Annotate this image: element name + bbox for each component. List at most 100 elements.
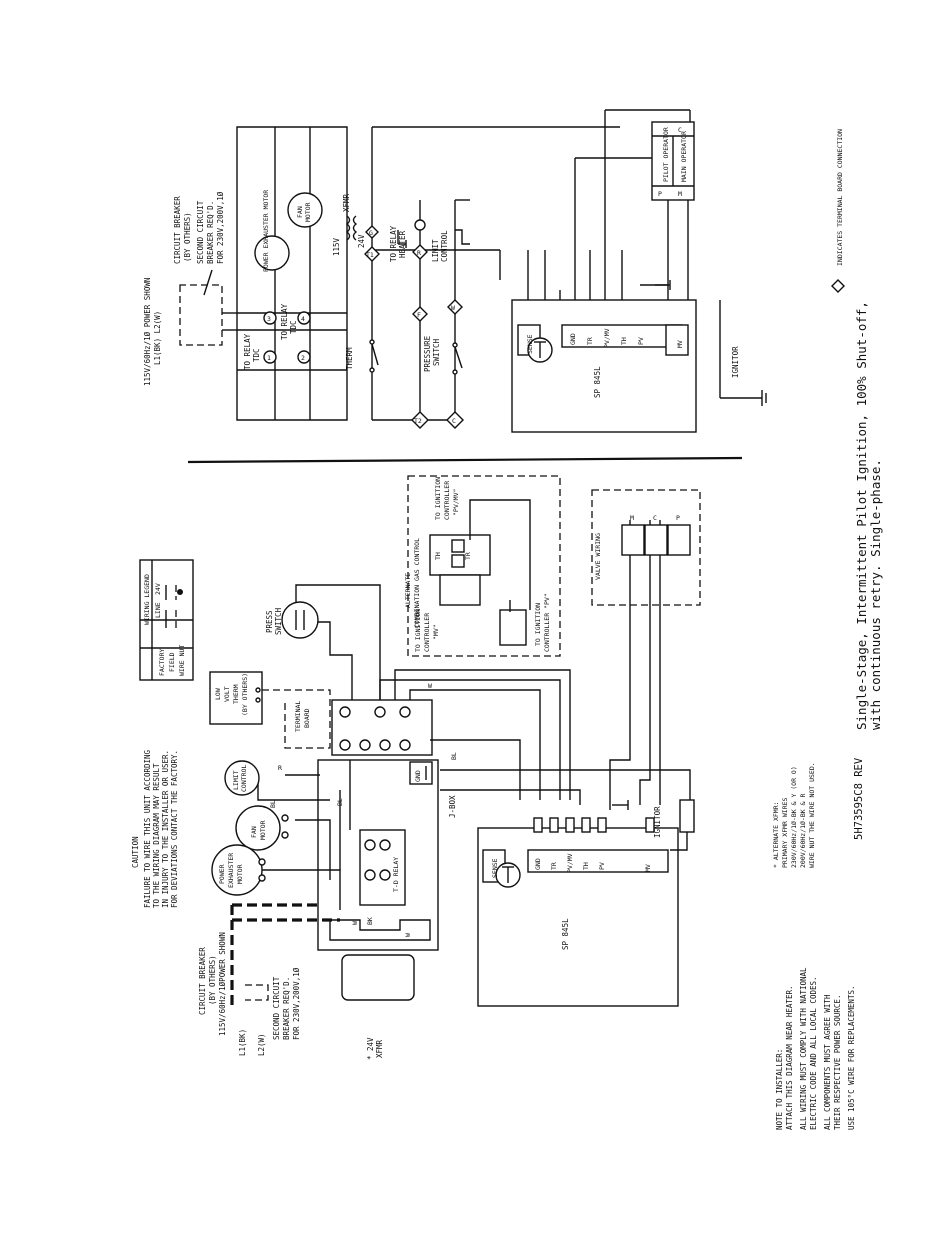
svg-text:FAN: FAN — [250, 826, 258, 838]
svg-text:FAN: FAN — [296, 206, 304, 218]
svg-text:T1: T1 — [366, 251, 374, 259]
svg-text:PRESS: PRESS — [265, 610, 274, 633]
svg-text:G: G — [369, 229, 373, 237]
diagram-title-line-2: with continuous retry. Single-phase. — [868, 459, 883, 730]
svg-text:L1(BK): L1(BK) — [238, 1029, 247, 1056]
relay-heater-terminal — [414, 219, 426, 231]
board-terminal-F: F — [412, 306, 428, 322]
relay-terminal-1: 1 — [263, 350, 277, 364]
svg-text:4: 4 — [301, 315, 305, 323]
svg-text:TO IGNITION: TO IGNITION — [534, 603, 542, 646]
wire-label-W: W — [428, 682, 432, 690]
svg-text:CONTROL: CONTROL — [240, 765, 248, 792]
top-second-breaker-1: SECOND CIRCUIT — [196, 200, 205, 264]
low-volt-therm: LOW VOLT THERM (BY OTHERS) — [209, 671, 263, 725]
svg-text:GND: GND — [414, 770, 422, 782]
top-ground-1 — [397, 230, 407, 248]
document-number: 5H73595C8 REV — [853, 757, 865, 840]
svg-text:FOR DEVIATIONS CONTACT THE FAC: FOR DEVIATIONS CONTACT THE FACTORY. — [170, 750, 179, 908]
svg-text:ALTERNATE: ALTERNATE — [404, 573, 412, 608]
svg-text:ALL WIRING MUST COMPLY WITH NA: ALL WIRING MUST COMPLY WITH NATIONAL — [799, 967, 808, 1130]
svg-text:CONTROLLER: CONTROLLER — [423, 613, 431, 652]
svg-text:CIRCUIT BREAKER: CIRCUIT BREAKER — [198, 947, 207, 1015]
svg-text:SWITCH: SWITCH — [274, 607, 283, 635]
bottom-gnd: GND — [409, 761, 433, 785]
top-second-breaker-2: BREAKER REQ'D. — [206, 201, 215, 264]
svg-text:IN INJURY TO THE INSTALLER OR: IN INJURY TO THE INSTALLER OR USER. — [161, 750, 170, 908]
limit-control-bottom: LIMIT CONTROL — [224, 760, 260, 796]
svg-text:PILOT OPERATOR: PILOT OPERATOR — [662, 127, 670, 182]
svg-text:TR: TR — [550, 862, 558, 870]
svg-text:MOTOR: MOTOR — [304, 202, 312, 222]
svg-text:CONTROLLER: CONTROLLER — [443, 481, 451, 520]
board-terminal-C: C — [446, 411, 464, 429]
top-ctrl-terminals: GND TR PV/MV TH PV MV — [569, 328, 684, 348]
relay-heater-label-1: TO RELAY — [389, 225, 398, 262]
svg-text:NOTE TO INSTALLER:: NOTE TO INSTALLER: — [775, 1049, 784, 1130]
wire-label-W-2: W — [351, 921, 359, 925]
wire-label-BL-2: BL — [450, 752, 458, 760]
wire-label-R: R — [278, 764, 282, 772]
board-terminal-R: R — [412, 244, 428, 260]
svg-text:SECOND CIRCUIT: SECOND CIRCUIT — [272, 976, 281, 1040]
relay-tdc-label-1b: TDC — [252, 348, 261, 362]
alternate-gas-control: ALTERNATE COMBINATION GAS CONTROL TH TR … — [404, 475, 561, 657]
pressure-switch-top — [452, 342, 463, 375]
svg-text:TH: TH — [434, 552, 442, 560]
svg-text:P: P — [658, 190, 662, 198]
pressure-switch-label-1: PRESSURE — [423, 335, 432, 372]
svg-text:COMBINATION GAS CONTROL: COMBINATION GAS CONTROL — [413, 538, 421, 628]
svg-text:VOLT: VOLT — [223, 686, 231, 702]
svg-text:FACTORY: FACTORY — [158, 649, 166, 676]
svg-text:"MV": "MV" — [432, 624, 440, 640]
limit-control-top — [455, 229, 470, 245]
svg-text:L2(W): L2(W) — [257, 1033, 266, 1056]
svg-text:TR: TR — [586, 337, 594, 345]
svg-text:C: C — [452, 417, 456, 425]
top-ground-2 — [655, 280, 671, 290]
svg-text:MV: MV — [676, 340, 684, 348]
svg-text:MV: MV — [644, 864, 652, 872]
svg-text:M: M — [630, 514, 634, 522]
board-terminal-W: W — [447, 299, 463, 315]
svg-text:MOTOR: MOTOR — [236, 864, 244, 884]
top-igniter: IGNITOR — [719, 300, 767, 406]
bottom-pictorial-diagram: CAUTION FAILURE TO WIRE THIS UNIT ACCORD… — [131, 475, 701, 1060]
therm-label-top: THERM — [345, 347, 354, 370]
valve-wiring: VALVE WIRING M C P — [591, 489, 701, 606]
terminal-board: TERMINAL BOARD — [262, 689, 331, 749]
svg-text:PV: PV — [598, 862, 606, 870]
svg-text:USE 105°C WIRE FOR REPLACEMENT: USE 105°C WIRE FOR REPLACEMENTS. — [847, 986, 856, 1131]
svg-text:SENSE: SENSE — [526, 334, 534, 354]
xfmr-label: XFMR — [342, 193, 351, 212]
relay-tdc-label-1: TO RELAY — [243, 333, 252, 370]
svg-text:R: R — [417, 249, 421, 257]
svg-text:(BY OTHERS): (BY OTHERS) — [208, 955, 217, 1005]
xfmr-115-label: 115V — [332, 237, 341, 256]
svg-text:(BY OTHERS): (BY OTHERS) — [241, 673, 249, 716]
svg-text:3: 3 — [267, 315, 271, 323]
section-divider — [187, 456, 743, 464]
svg-text:1: 1 — [267, 354, 271, 362]
limit-control-label-2: CONTROL — [440, 230, 449, 262]
board-connection-note: INDICATES TERMINAL BOARD CONNECTION — [831, 129, 845, 293]
power-exhauster-bottom: POWER EXHAUSTER MOTOR — [211, 844, 266, 896]
caution-block: CAUTION FAILURE TO WIRE THIS UNIT ACCORD… — [131, 749, 179, 908]
board-terminal-G: G — [365, 225, 379, 239]
svg-text:TR: TR — [464, 552, 472, 560]
svg-text:LINE: LINE — [154, 602, 162, 618]
svg-text:* 24V: * 24V — [366, 1037, 375, 1060]
svg-text:C: C — [678, 126, 682, 134]
svg-text:* ALTERNATE XFMR:: * ALTERNATE XFMR: — [772, 801, 780, 868]
svg-text:TERMINAL: TERMINAL — [294, 701, 302, 732]
svg-text:24V: 24V — [154, 583, 162, 595]
top-power-label-1: 115V/60Hz/1Ø POWER SHOWN — [143, 278, 152, 386]
svg-text:PRIMARY XFMR WIRES: PRIMARY XFMR WIRES — [781, 797, 789, 868]
bottom-ignition-controller: SENSE GND TR PV/MV TH PV MV SP 845L — [477, 817, 679, 1007]
svg-text:T2: T2 — [414, 417, 422, 425]
board-terminal-T2: T2 — [411, 411, 429, 429]
svg-text:TO IGNITION: TO IGNITION — [434, 477, 442, 520]
relay-terminal-4: 4 — [297, 311, 311, 325]
svg-text:TO IGNITION: TO IGNITION — [414, 609, 422, 652]
